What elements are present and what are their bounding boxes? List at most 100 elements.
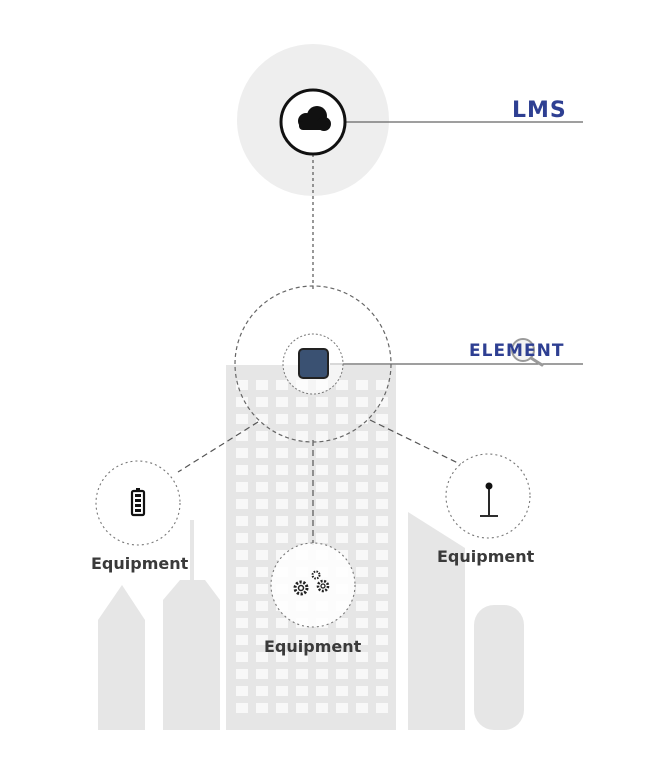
window-pane bbox=[276, 703, 288, 713]
window-pane bbox=[356, 533, 368, 543]
window-pane bbox=[336, 669, 348, 679]
window-pane bbox=[316, 669, 328, 679]
window-pane bbox=[356, 397, 368, 407]
window-pane bbox=[376, 482, 388, 492]
window-pane bbox=[356, 482, 368, 492]
window-pane bbox=[236, 567, 248, 577]
window-pane bbox=[256, 448, 268, 458]
window-pane bbox=[236, 380, 248, 390]
window-pane bbox=[356, 414, 368, 424]
window-pane bbox=[256, 499, 268, 509]
gears-icon bbox=[293, 570, 330, 596]
window-pane bbox=[336, 686, 348, 696]
window-pane bbox=[336, 397, 348, 407]
window-pane bbox=[296, 652, 308, 662]
window-pane bbox=[376, 669, 388, 679]
window-pane bbox=[336, 618, 348, 628]
window-pane bbox=[236, 482, 248, 492]
element-logo: ELEMENT bbox=[469, 341, 565, 361]
window-pane bbox=[276, 516, 288, 526]
equipment-node-left[interactable] bbox=[95, 460, 181, 546]
window-pane bbox=[356, 669, 368, 679]
window-pane bbox=[316, 533, 328, 543]
window-pane bbox=[296, 465, 308, 475]
element-zone-ring bbox=[234, 285, 392, 443]
window-pane bbox=[356, 499, 368, 509]
window-pane bbox=[236, 550, 248, 560]
window-pane bbox=[316, 414, 328, 424]
window-pane bbox=[356, 448, 368, 458]
window-pane bbox=[296, 414, 308, 424]
window-pane bbox=[236, 686, 248, 696]
window-pane bbox=[376, 584, 388, 594]
window-pane bbox=[236, 584, 248, 594]
equipment-node-center[interactable] bbox=[270, 542, 356, 628]
window-pane bbox=[296, 669, 308, 679]
window-pane bbox=[316, 703, 328, 713]
window-pane bbox=[376, 414, 388, 424]
window-pane bbox=[376, 550, 388, 560]
lms-logo: LMS bbox=[512, 98, 567, 123]
window-pane bbox=[296, 431, 308, 441]
window-pane bbox=[256, 703, 268, 713]
equipment-label-center: Equipment bbox=[264, 637, 362, 656]
window-pane bbox=[316, 686, 328, 696]
window-pane bbox=[316, 516, 328, 526]
window-pane bbox=[336, 516, 348, 526]
window-pane bbox=[336, 533, 348, 543]
window-pane bbox=[376, 533, 388, 543]
cloud-node[interactable] bbox=[279, 88, 347, 156]
window-pane bbox=[336, 482, 348, 492]
window-pane bbox=[356, 584, 368, 594]
window-pane bbox=[256, 567, 268, 577]
window-pane bbox=[276, 397, 288, 407]
window-pane bbox=[236, 414, 248, 424]
window-pane bbox=[256, 482, 268, 492]
window-pane bbox=[256, 584, 268, 594]
window-pane bbox=[316, 482, 328, 492]
window-pane bbox=[256, 652, 268, 662]
window-pane bbox=[256, 380, 268, 390]
window-pane bbox=[296, 397, 308, 407]
window-pane bbox=[356, 516, 368, 526]
window-pane bbox=[256, 601, 268, 611]
window-pane bbox=[316, 652, 328, 662]
window-pane bbox=[276, 618, 288, 628]
equipment-label-left: Equipment bbox=[91, 554, 189, 573]
window-pane bbox=[256, 686, 268, 696]
window-pane bbox=[236, 448, 248, 458]
square-device-icon[interactable] bbox=[298, 348, 329, 379]
window-pane bbox=[276, 635, 288, 645]
window-pane bbox=[376, 448, 388, 458]
window-pane bbox=[256, 635, 268, 645]
window-pane bbox=[276, 550, 288, 560]
window-pane bbox=[276, 533, 288, 543]
window-pane bbox=[336, 635, 348, 645]
antenna-icon bbox=[480, 482, 498, 517]
window-pane bbox=[276, 414, 288, 424]
window-pane bbox=[256, 516, 268, 526]
window-pane bbox=[276, 380, 288, 390]
window-pane bbox=[276, 652, 288, 662]
equipment-node-right[interactable] bbox=[445, 453, 531, 539]
window-pane bbox=[336, 465, 348, 475]
window-pane bbox=[356, 380, 368, 390]
window-pane bbox=[316, 431, 328, 441]
window-pane bbox=[376, 601, 388, 611]
window-pane bbox=[296, 635, 308, 645]
window-pane bbox=[336, 499, 348, 509]
window-pane bbox=[236, 652, 248, 662]
window-pane bbox=[256, 414, 268, 424]
window-pane bbox=[376, 431, 388, 441]
window-pane bbox=[356, 703, 368, 713]
window-pane bbox=[376, 686, 388, 696]
window-pane bbox=[356, 618, 368, 628]
window-pane bbox=[376, 465, 388, 475]
window-pane bbox=[356, 652, 368, 662]
window-pane bbox=[256, 465, 268, 475]
window-pane bbox=[236, 618, 248, 628]
window-pane bbox=[356, 431, 368, 441]
window-pane bbox=[236, 499, 248, 509]
window-pane bbox=[256, 431, 268, 441]
window-pane bbox=[376, 703, 388, 713]
